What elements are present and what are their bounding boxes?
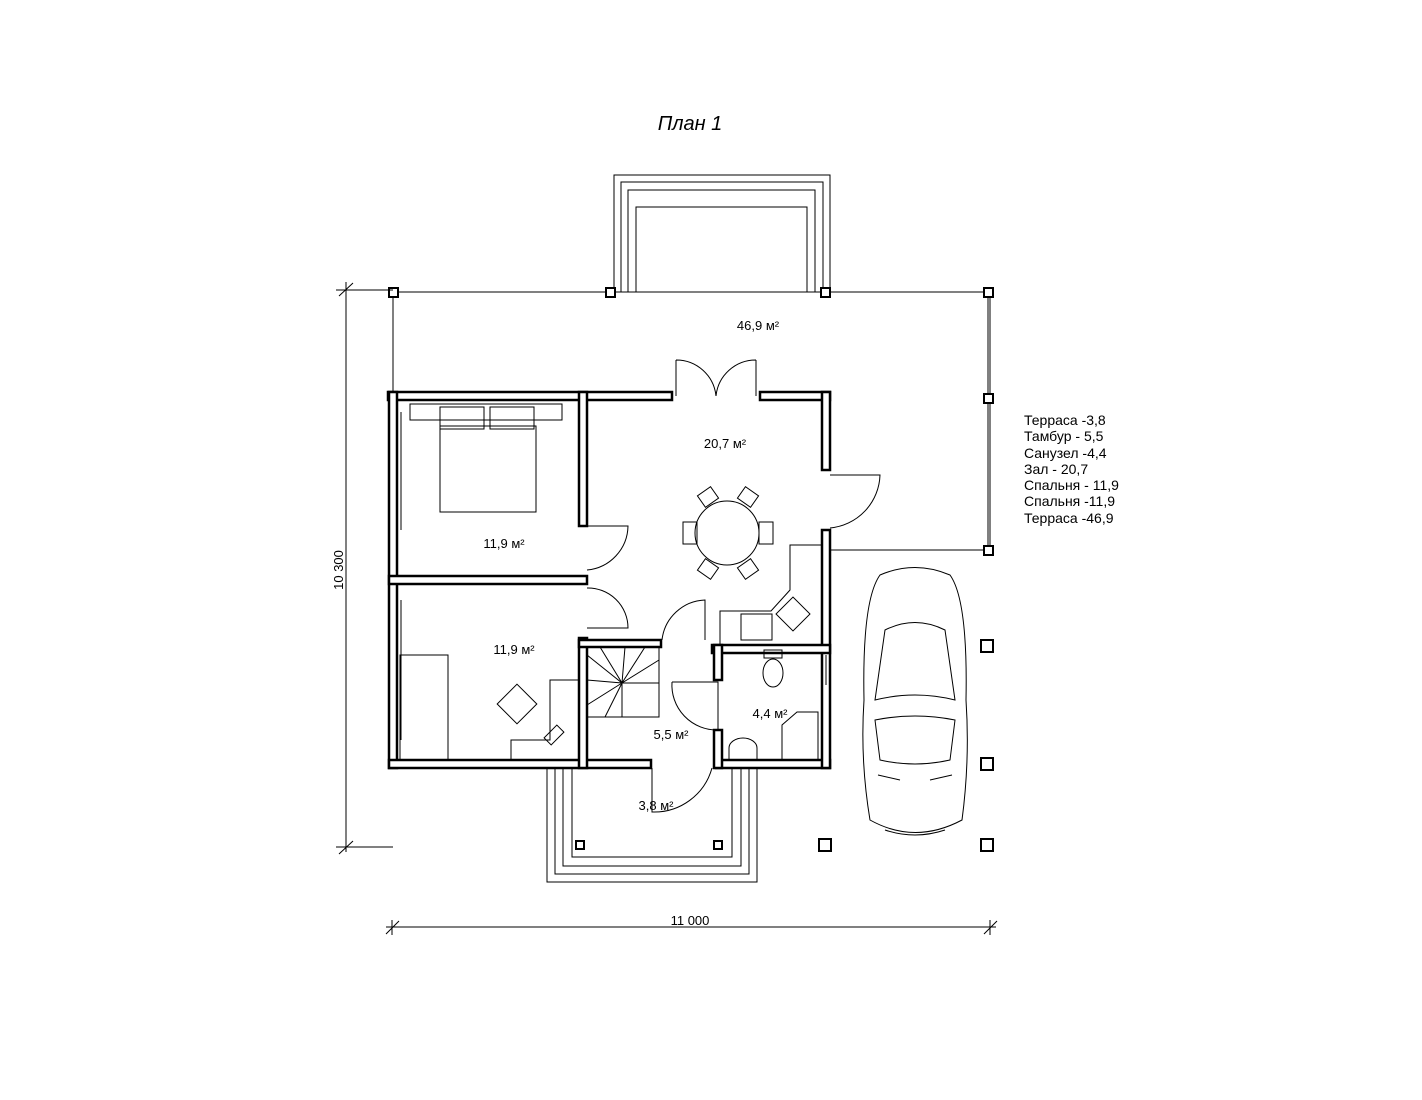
car xyxy=(862,567,968,836)
doors xyxy=(586,359,881,813)
north-steps xyxy=(613,174,831,292)
area-terrace-big: 46,9 м² xyxy=(737,318,780,333)
area-legend: Терраса -3,8 Тамбур - 5,5 Санузел -4,4 З… xyxy=(1024,412,1119,526)
south-porch xyxy=(546,768,758,883)
legend-item: Спальня -11,9 xyxy=(1024,493,1116,510)
dimension-lines xyxy=(336,282,998,935)
width-dimension: 11 000 xyxy=(671,913,710,928)
area-vestibule: 5,5 м² xyxy=(654,727,690,742)
furniture xyxy=(399,403,822,761)
terrace-outline xyxy=(392,291,991,551)
height-dimension: 10 300 xyxy=(331,550,346,590)
plan-title: План 1 xyxy=(658,113,723,135)
area-bedroom-2: 11,9 м² xyxy=(493,642,535,657)
legend-item: Зал - 20,7 xyxy=(1024,460,1089,477)
area-terrace-small: 3,8 м² xyxy=(639,798,675,813)
area-bedroom-1: 11,9 м² xyxy=(483,536,525,551)
legend-item: Тамбур - 5,5 xyxy=(1024,428,1104,445)
area-hall: 20,7 м² xyxy=(704,436,747,451)
legend-item: Спальня - 11,9 xyxy=(1024,477,1119,494)
legend-item: Терраса -46,9 xyxy=(1024,509,1114,526)
legend-item: Санузел -4,4 xyxy=(1024,444,1107,461)
legend-item: Терраса -3,8 xyxy=(1024,412,1106,428)
posts xyxy=(388,287,994,852)
area-bathroom: 4,4 м² xyxy=(753,706,789,721)
